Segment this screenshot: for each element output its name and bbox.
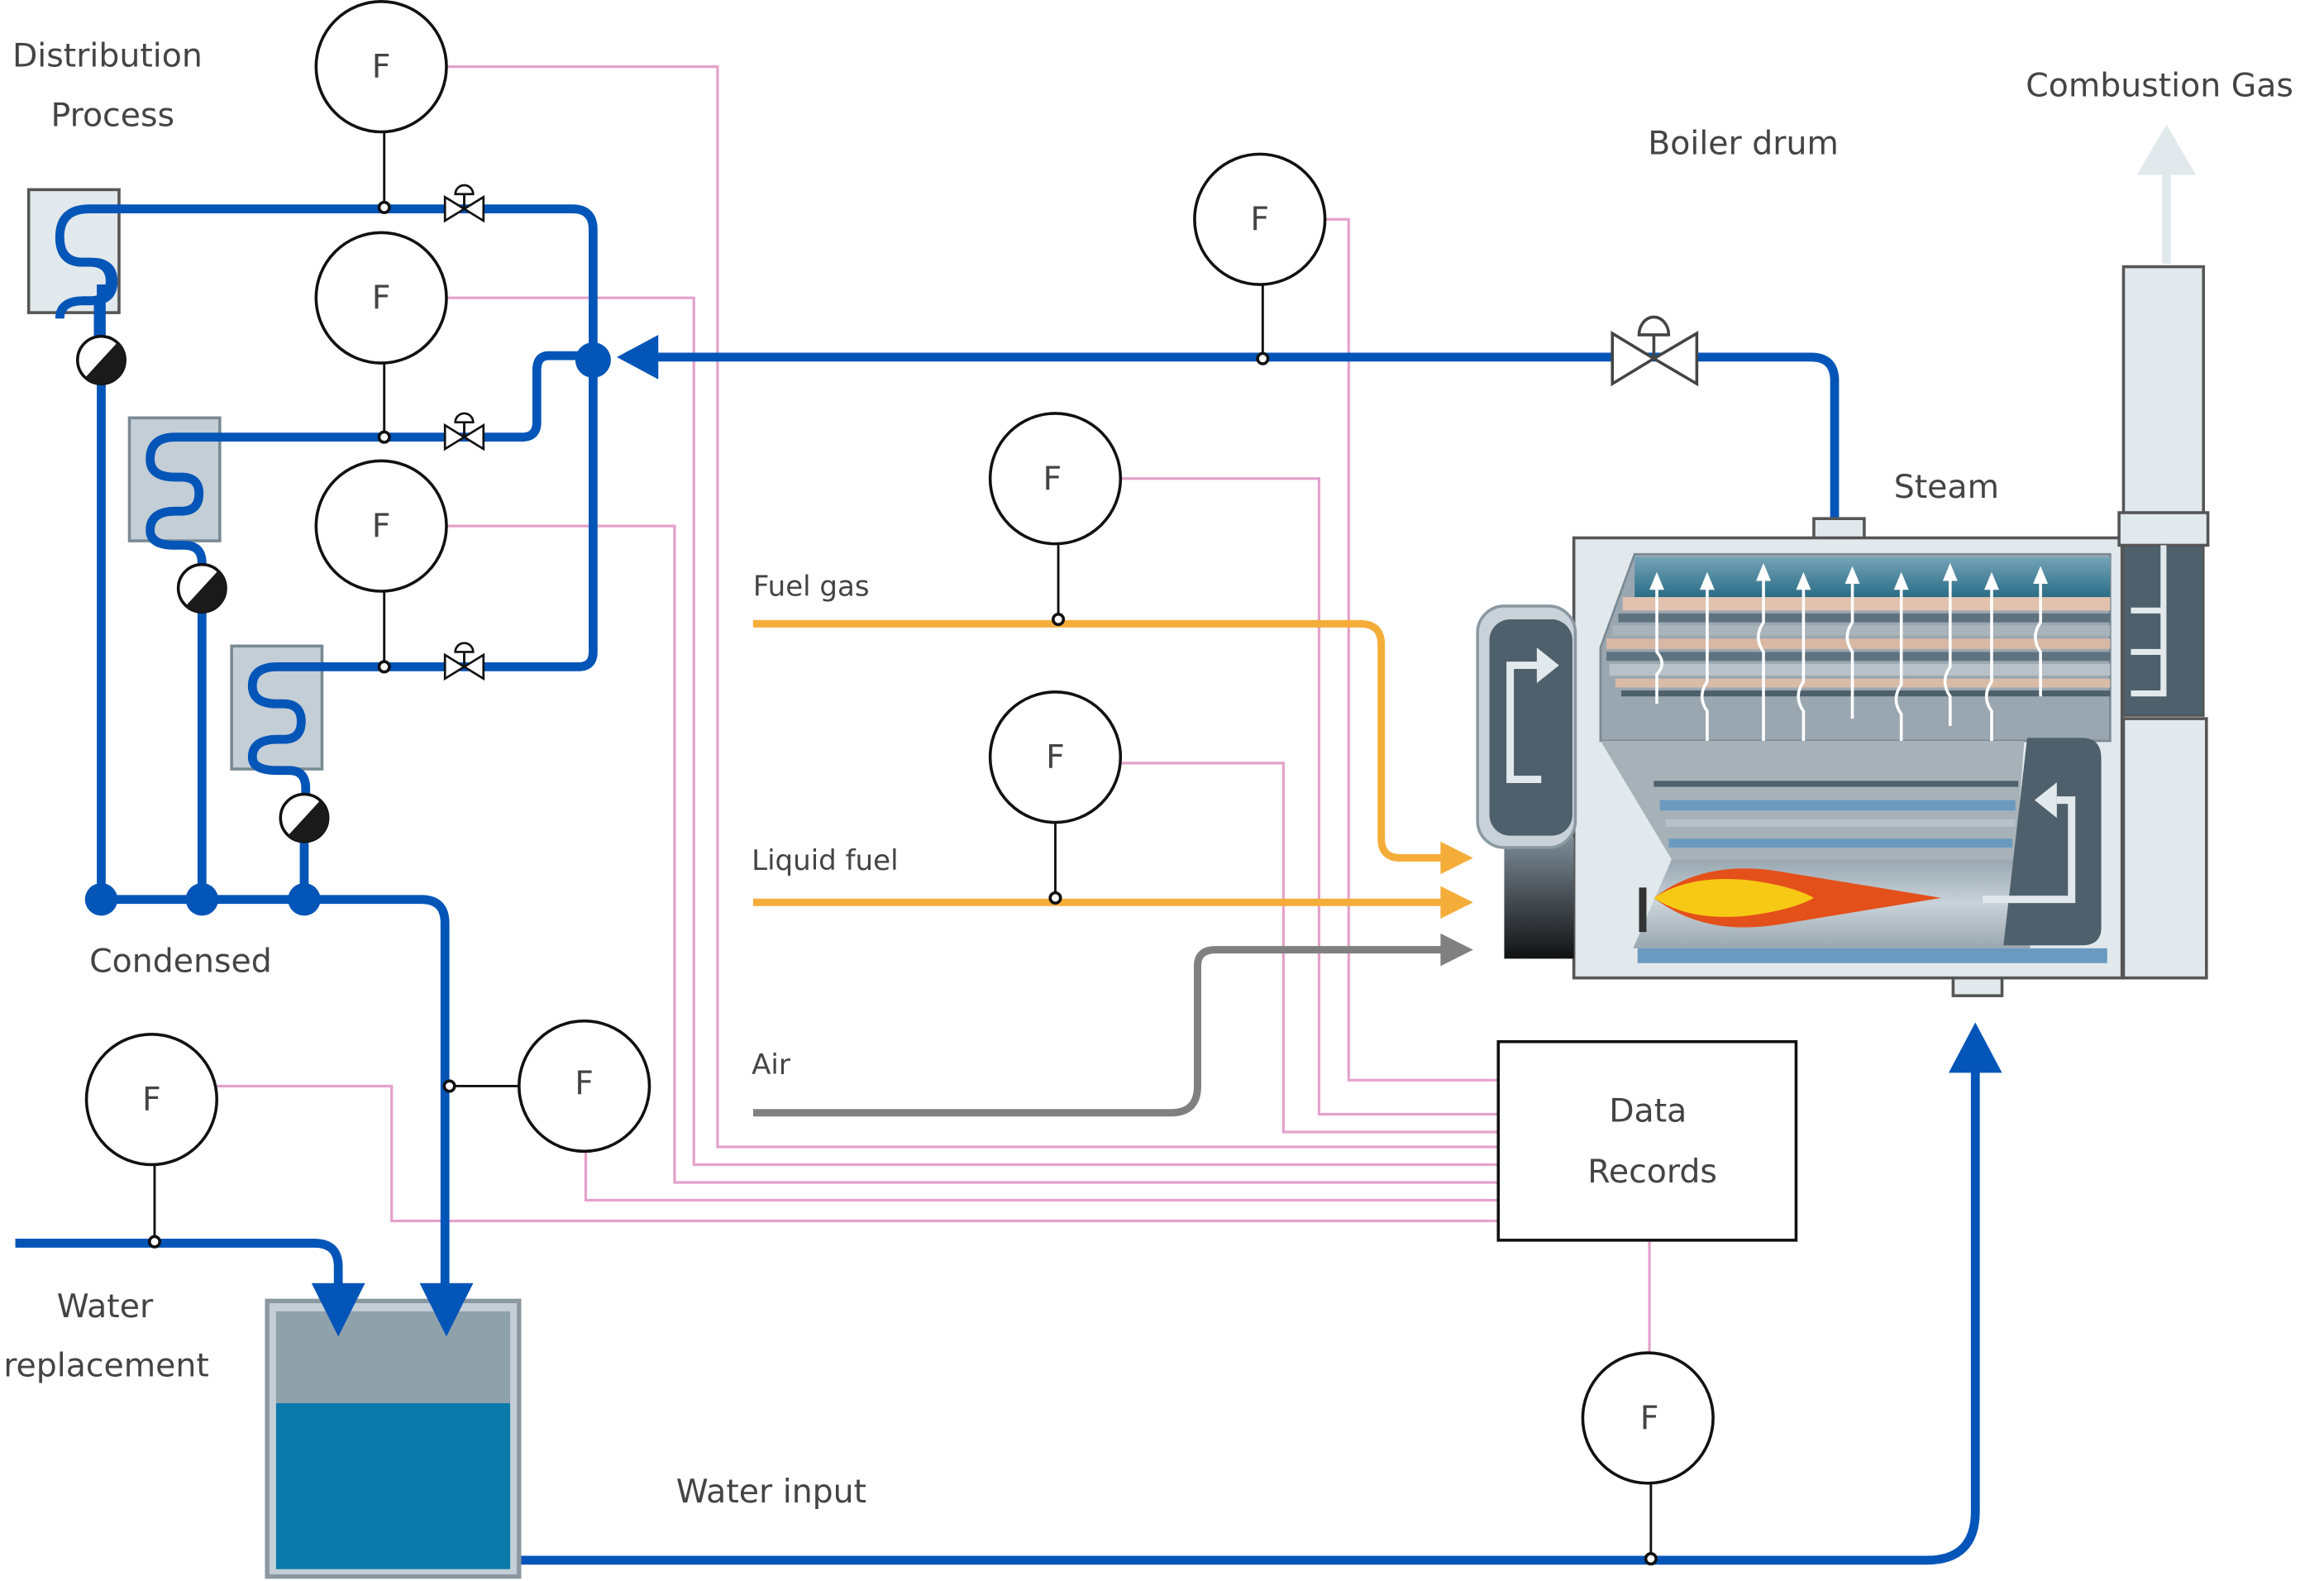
signal-line-water-replacement [217, 1084, 1497, 1223]
flow-meter-fuel-gas[interactable]: F [988, 412, 1123, 627]
signal-line-condensate [584, 1151, 1497, 1202]
flow-meter-steam-main[interactable]: F [1193, 152, 1327, 365]
steam-main-valve[interactable] [1611, 315, 1699, 387]
svg-text:F: F [1043, 460, 1062, 498]
signal-line-process-1 [446, 65, 1497, 1149]
data-records-label-1: Data [1609, 1091, 1687, 1130]
arrow-left-icon [617, 334, 659, 380]
signal-line-fuel-gas [1122, 477, 1497, 1116]
manifold-junction [575, 342, 611, 378]
signal-line-process-3 [446, 524, 1497, 1184]
steam-trap-2 [176, 562, 227, 614]
svg-text:F: F [142, 1081, 161, 1119]
svg-text:F: F [1250, 200, 1269, 238]
control-valve-3[interactable] [443, 642, 485, 681]
arrow-up-icon [1949, 1022, 2002, 1073]
svg-text:F: F [372, 48, 391, 86]
water-replacement-label-1: Water [57, 1287, 154, 1325]
flow-meter-process-1[interactable]: F [314, 0, 448, 214]
steam-label: Steam [1894, 468, 1999, 506]
svg-text:F: F [575, 1064, 594, 1102]
flow-meter-process-2[interactable]: F [314, 231, 448, 444]
flame-inner [1654, 878, 1814, 917]
flow-meter-water-input[interactable]: F [1581, 1351, 1715, 1566]
steam-main-line [652, 352, 1840, 519]
water-input-label: Water input [676, 1473, 866, 1511]
steam-trap-3 [279, 792, 330, 843]
process-line-3 [247, 356, 598, 800]
water-replacement-line [15, 1239, 343, 1289]
water-input-line [518, 1067, 1980, 1565]
control-valve-2[interactable] [443, 412, 485, 451]
arrow-right-icon [1440, 841, 1473, 875]
svg-text:F: F [372, 279, 391, 317]
labels: Distribution Process Condensed Water rep… [3, 37, 2293, 1511]
data-records-box[interactable]: Data Records [1496, 1039, 1798, 1242]
boiler-drum-label: Boiler drum [1648, 124, 1839, 162]
arrow-right-icon [1440, 886, 1473, 919]
svg-text:F: F [372, 507, 391, 545]
distribution-process-label-2: Process [51, 96, 175, 134]
flow-meter-water-replacement[interactable]: F [84, 1032, 219, 1249]
svg-text:F: F [1640, 1399, 1659, 1437]
data-records-label-2: Records [1587, 1153, 1717, 1191]
water-replacement-label-2: replacement [3, 1347, 209, 1385]
fuel-air-lines [752, 619, 1473, 1117]
condensed-label: Condensed [89, 943, 272, 981]
condensate-header [101, 895, 450, 1289]
combustion-gas-label: Combustion Gas [2026, 66, 2293, 104]
tank-water-level [275, 1402, 511, 1569]
chimney-stack [2121, 265, 2206, 518]
arrow-right-icon [1440, 933, 1473, 967]
condensate-junction-2 [185, 882, 219, 916]
flow-meter-liquid-fuel[interactable]: F [988, 690, 1123, 905]
liquid-fuel-label: Liquid fuel [752, 844, 898, 877]
svg-text:F: F [1046, 738, 1065, 776]
feed-water-tank [265, 1298, 522, 1579]
air-label: Air [752, 1048, 790, 1082]
fuel-gas-line [752, 619, 1445, 862]
signal-line-process-2 [446, 296, 1497, 1167]
condensate-junction-1 [84, 882, 118, 916]
control-valve-1[interactable] [443, 184, 485, 223]
air-line [752, 946, 1445, 1117]
combustion-gas-arrow-icon [2136, 124, 2197, 175]
heat-flow-arrows [1655, 577, 2042, 741]
signal-line-steam-main [1324, 217, 1497, 1082]
boiler [1476, 124, 2210, 997]
flow-meter-condensate[interactable]: F [442, 1019, 651, 1154]
burner [1504, 837, 1574, 959]
steam-trap-1 [76, 334, 126, 385]
condensate-junction-3 [288, 882, 321, 916]
flow-meter-process-3[interactable]: F [314, 459, 448, 674]
distribution-process-label-1: Distribution [12, 37, 203, 75]
fuel-gas-label: Fuel gas [753, 570, 870, 603]
process-line-2 [146, 351, 592, 572]
